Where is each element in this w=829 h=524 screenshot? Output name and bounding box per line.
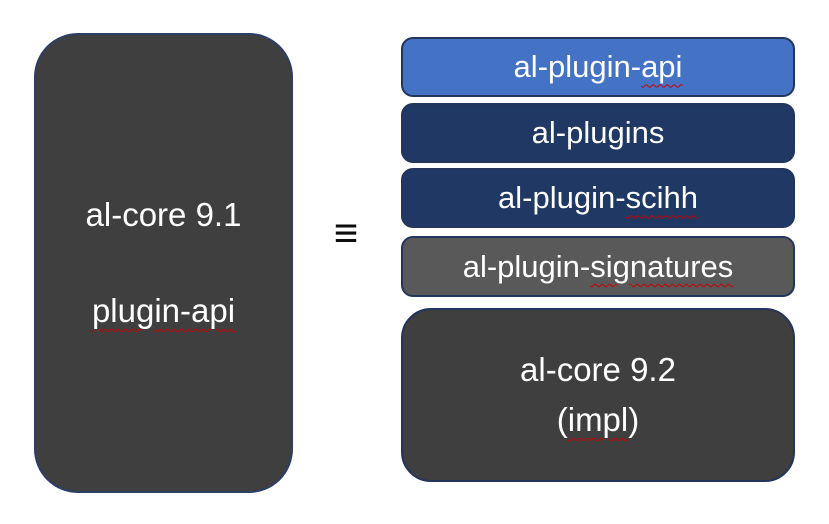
misspelled-word: plugin-api (91, 292, 236, 329)
label-prefix: al-plugins (531, 115, 665, 151)
equivalence-symbol: ≡ (333, 209, 359, 256)
al-plugin-api-label: al-plugin-api (514, 48, 683, 85)
label-prefix: al-plugin- (513, 49, 642, 85)
al-plugins-label: al-plugins (532, 114, 665, 151)
label-suffix: ) (628, 401, 640, 438)
al-core-92-label: al-core 9.2 (520, 351, 676, 389)
box-al-core-91: al-core 9.1 plugin-api (34, 33, 293, 493)
al-core-91-label: al-core 9.1 (85, 196, 242, 233)
al-plugin-scihh-label: al-plugin-scihh (498, 179, 698, 216)
misspelled-word: signatures (590, 248, 734, 284)
plugin-api-label: plugin-api (92, 292, 235, 330)
box-al-plugin-scihh: al-plugin-scihh (401, 168, 795, 228)
box-al-core-92-impl: al-core 9.2 (impl) (401, 308, 795, 482)
right-column: al-plugin-api al-plugins al-plugin-scihh… (401, 0, 795, 524)
label-prefix: ( (556, 401, 568, 438)
misspelled-word: scihh (625, 180, 698, 216)
label-prefix: al-plugin- (498, 180, 626, 216)
misspelled-word: impl (567, 401, 629, 438)
al-plugin-signatures-label: al-plugin-signatures (463, 248, 734, 285)
box-al-plugins: al-plugins (401, 103, 795, 163)
label-prefix: al-plugin- (462, 248, 591, 284)
box-al-plugin-signatures: al-plugin-signatures (401, 236, 795, 297)
misspelled-word: api (641, 49, 683, 85)
box-al-plugin-api: al-plugin-api (401, 37, 795, 97)
impl-label: (impl) (557, 400, 640, 440)
